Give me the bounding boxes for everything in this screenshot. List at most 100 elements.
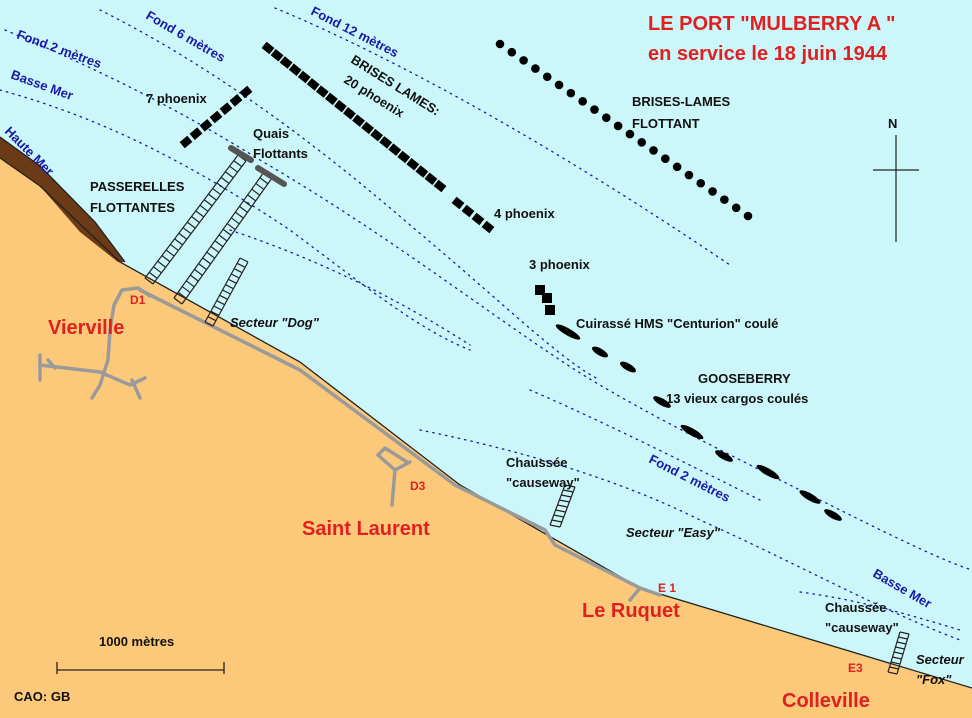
phoenix-caisson bbox=[379, 136, 393, 149]
bridge-rung bbox=[551, 519, 562, 523]
breakwater-float bbox=[720, 195, 729, 204]
bridge-rung bbox=[229, 165, 238, 173]
bridge-rung bbox=[225, 284, 234, 290]
compass-north-label: N bbox=[888, 116, 897, 131]
credit: CAO: GB bbox=[14, 689, 70, 704]
phoenix-caisson bbox=[288, 63, 302, 77]
bridge-rung bbox=[204, 321, 214, 327]
bridge-rung bbox=[213, 305, 223, 311]
bridge-rung bbox=[549, 524, 561, 528]
phoenix-caisson bbox=[343, 107, 356, 120]
bridge-rung bbox=[890, 661, 901, 665]
breakwater-float bbox=[507, 47, 517, 57]
label-centurion: Cuirassé HMS "Centurion" coulé bbox=[576, 316, 778, 331]
sunk-ship bbox=[555, 324, 581, 340]
phoenix-caisson bbox=[239, 85, 253, 99]
bridge-rung bbox=[165, 249, 175, 257]
label-sector-dog: Secteur "Dog" bbox=[230, 315, 320, 330]
breakwater-float bbox=[731, 203, 741, 213]
compass: N bbox=[873, 116, 919, 242]
bridge-rung bbox=[222, 289, 231, 295]
phoenix-caisson bbox=[352, 114, 365, 127]
place-saint-laurent: Saint Laurent bbox=[302, 518, 430, 540]
bridge-rung bbox=[190, 274, 199, 282]
bridge-rung bbox=[255, 182, 265, 190]
breakwater-float bbox=[590, 105, 599, 114]
breakwater-float bbox=[649, 146, 658, 155]
place-vierville: Vierville bbox=[48, 317, 124, 339]
sunk-ship bbox=[620, 361, 636, 373]
label-flottant-1: BRISES-LAMES bbox=[632, 94, 731, 109]
breakwater-float bbox=[672, 162, 682, 172]
phoenix-caisson bbox=[306, 78, 320, 91]
bridge-rung bbox=[230, 217, 240, 225]
bridge-rung bbox=[563, 489, 574, 493]
bridge-rung bbox=[210, 310, 220, 316]
label-gooseberry-2: 13 vieux cargos coulés bbox=[666, 391, 808, 406]
bridge-rung bbox=[199, 204, 209, 212]
label-chaussee1-1: Chaussée bbox=[506, 455, 567, 470]
place-colleville: Colleville bbox=[782, 690, 870, 712]
label-gooseberry-1: GOOSEBERRY bbox=[698, 371, 791, 386]
floating-bridges[interactable] bbox=[144, 145, 287, 327]
phoenix-7[interactable] bbox=[179, 85, 253, 149]
sunk-ship bbox=[592, 346, 608, 358]
breakwater-float bbox=[625, 129, 635, 139]
phoenix-caisson bbox=[261, 41, 275, 55]
bridge-rung bbox=[230, 273, 240, 279]
bridge-rung bbox=[557, 504, 568, 508]
bridge-rung bbox=[198, 263, 207, 271]
phoenix-3[interactable] bbox=[535, 285, 555, 315]
phoenix-caisson bbox=[406, 157, 420, 171]
breakwater-float bbox=[542, 72, 552, 82]
phoenix-caisson bbox=[415, 165, 429, 178]
breakwater-float bbox=[708, 187, 717, 196]
bridge-rung bbox=[226, 223, 236, 231]
bridge-rung bbox=[181, 286, 191, 294]
bridge-rung bbox=[216, 300, 225, 306]
phoenix-caisson bbox=[199, 119, 213, 132]
label-quais-1: Quais bbox=[253, 126, 289, 141]
phoenix-caisson bbox=[209, 110, 223, 124]
bridge-rung bbox=[218, 234, 228, 242]
bridge-rung bbox=[191, 216, 200, 223]
cliff-strip bbox=[0, 137, 125, 262]
bridge-rung bbox=[185, 280, 195, 288]
phoenix-4[interactable] bbox=[451, 196, 495, 234]
bridge-rung bbox=[202, 257, 211, 265]
depth-contours bbox=[0, 7, 972, 641]
gooseberry-ships[interactable] bbox=[554, 322, 843, 523]
bridge-rung bbox=[178, 232, 188, 240]
breakwater-float bbox=[661, 154, 670, 163]
bridge-rung bbox=[233, 160, 243, 168]
floating-breakwater[interactable] bbox=[495, 39, 753, 221]
bridge-rung bbox=[144, 277, 154, 285]
bridge-rung bbox=[194, 268, 203, 276]
bridge-rung bbox=[889, 666, 899, 670]
bridge-rung bbox=[561, 494, 572, 498]
label-sector-easy: Secteur "Easy" bbox=[626, 525, 721, 540]
breakwater-float bbox=[637, 137, 647, 147]
phoenix-20[interactable] bbox=[261, 41, 447, 193]
label-sector-fox-2: "Fox" bbox=[916, 672, 952, 687]
exit-d3: D3 bbox=[410, 479, 426, 493]
bridge-rung bbox=[177, 291, 187, 299]
causeway-rungs bbox=[549, 484, 910, 675]
phoenix-caisson bbox=[279, 56, 293, 69]
phoenix-caisson bbox=[433, 179, 447, 193]
label-passerelles-1: PASSERELLES bbox=[90, 179, 185, 194]
bridge-rung bbox=[219, 294, 228, 300]
phoenix-caisson bbox=[481, 220, 495, 234]
exit-e1: E 1 bbox=[658, 581, 676, 595]
high-tide-line bbox=[0, 136, 126, 263]
bridge-rung bbox=[224, 171, 234, 179]
bridge-rung bbox=[233, 268, 243, 274]
bridge-rung bbox=[251, 188, 261, 196]
phoenix-caisson bbox=[334, 99, 347, 113]
bridge-rung bbox=[247, 194, 256, 202]
bridge-rung bbox=[206, 251, 216, 259]
breakwater-float bbox=[554, 80, 564, 90]
phoenix-caisson bbox=[388, 143, 402, 156]
bridge-rung bbox=[203, 199, 213, 207]
